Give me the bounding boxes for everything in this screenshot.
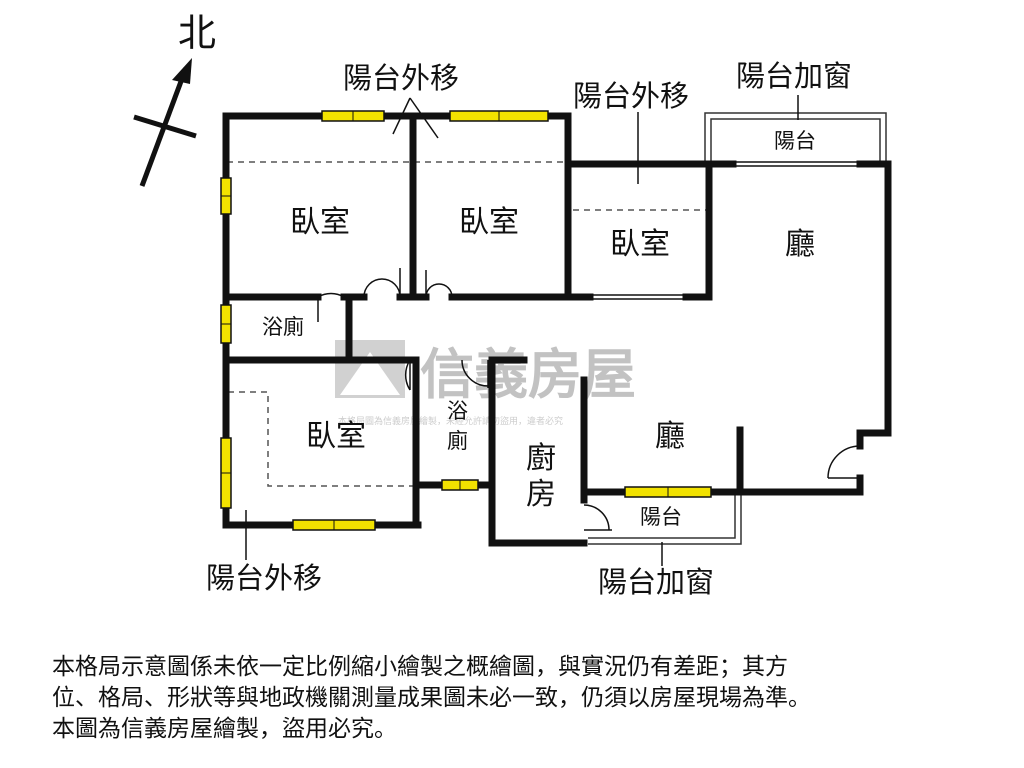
door-bedroom1 [363,278,401,298]
label-balcony-move-mid: 陽台外移 [573,79,689,113]
label-balcony-window-bottom: 陽台加窗 [598,565,714,599]
callout-top-left [392,97,411,135]
watermark: 信義房屋 本格局圖為信義房屋繪製，未經允許請勿盜用，違者必究 [335,340,636,427]
bottom-balcony-inner [588,493,736,539]
door-bedroom2 [425,283,453,298]
watermark-brand: 信義房屋 [420,343,636,406]
sliding-doors [590,161,860,300]
label-bedroom-3: 臥室 [610,227,670,262]
callout-top-right [409,97,439,139]
label-balcony-top: 陽台 [774,129,816,153]
disclaimer-line-1: 本格局示意圖係未依一定比例縮小繪製之概繪圖，與實況仍有差距；其方 [52,654,788,680]
label-bedroom-4: 臥室 [306,419,366,454]
door-entrance [827,445,861,479]
bottom-balcony-outline [588,493,742,545]
watermark-house-icon [340,352,400,395]
label-balcony-move-bottom: 陽台外移 [206,561,322,595]
door-bath2 [461,359,489,387]
walls [222,112,892,547]
balcony-outlines [588,112,887,545]
label-bath-1: 浴廁 [262,315,304,339]
disclaimer-text: 本格局示意圖係未依一定比例縮小繪製之概繪圖，與實況仍有差距；其方 位、格局、形狀… [52,652,992,745]
doors [317,268,861,531]
window-mullions [221,111,669,530]
watermark-notice: 本格局圖為信義房屋繪製，未經允許請勿盜用，違者必究 [338,415,563,427]
label-bath-2-top: 浴 [447,399,468,423]
door-bath1 [317,292,345,298]
label-balcony-window-top: 陽台加窗 [736,59,852,93]
label-kitchen-top: 廚 [526,441,556,476]
north-label: 北 [178,11,216,55]
label-bedroom-1: 臥室 [290,205,350,240]
dashed-lines [227,161,706,487]
labels: 陽台外移 陽台外移 陽台加窗 陽台 臥室 臥室 臥室 廳 浴廁 臥室 浴 廁 廚… [206,59,852,599]
compass-cross [133,114,197,139]
north-compass: 北 [133,11,216,187]
north-arrow-icon [172,58,192,84]
callout-lines [245,95,799,566]
label-balcony-move-top: 陽台外移 [343,61,459,95]
top-balcony-outline [704,112,887,162]
door-kitchen [583,504,610,531]
door-bedroom4 [404,359,411,391]
disclaimer-line-3: 本圖為信義房屋繪製，盜用必究。 [52,716,397,742]
top-balcony-inner [710,118,881,162]
disclaimer-line-2: 位、格局、形狀等與地政機關測量成果圖未必一致，仍須以房屋現場為準。 [52,685,811,711]
label-living-top: 廳 [785,227,815,262]
label-bedroom-2: 臥室 [459,205,519,240]
label-living-bottom: 廳 [655,419,685,454]
label-kitchen-bottom: 房 [526,477,556,512]
label-balcony-bottom: 陽台 [640,505,682,529]
label-bath-2-bottom: 廁 [447,429,468,453]
